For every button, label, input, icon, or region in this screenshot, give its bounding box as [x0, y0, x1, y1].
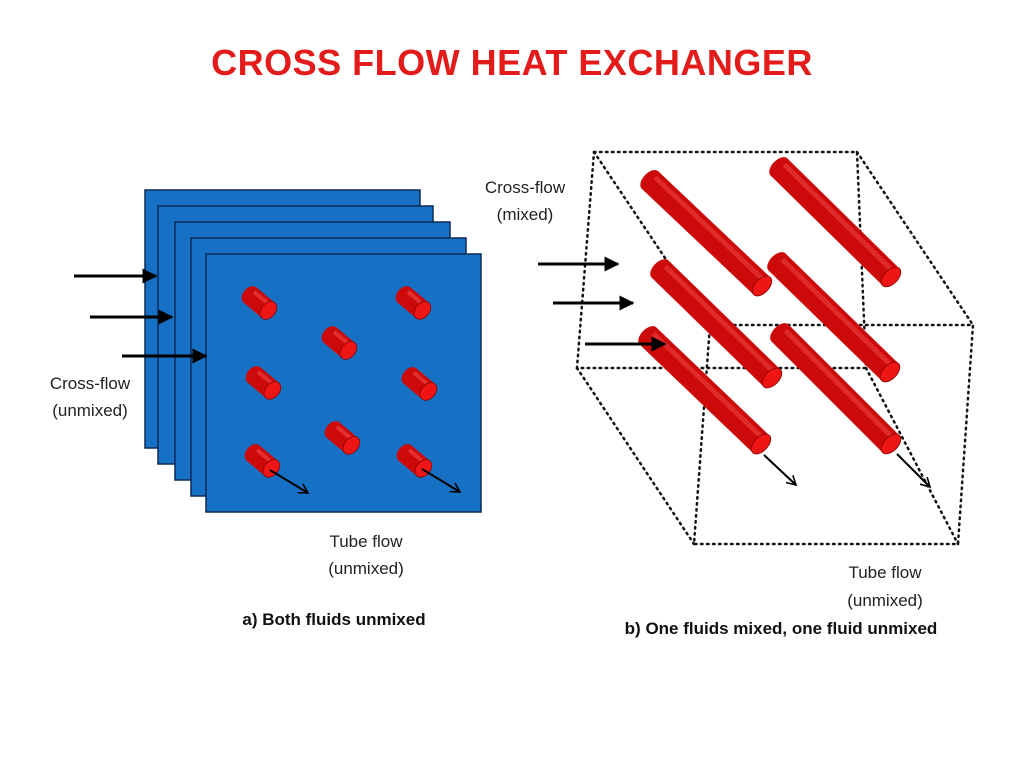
tube-flow-label-b-line2: (unmixed) — [847, 591, 923, 610]
tube-rod-highlight — [651, 331, 766, 441]
caption-a: a) Both fluids unmixed — [242, 610, 425, 629]
tube-flow-arrow — [763, 454, 798, 487]
tube-stub — [321, 326, 358, 360]
tube-flow-arrow — [269, 469, 310, 494]
tube-flow-label-a-line2: (unmixed) — [328, 559, 404, 578]
tube-rod-back — [650, 259, 670, 279]
tube-rod-highlight — [782, 162, 896, 274]
tube-rod — [650, 259, 783, 389]
tube-stub — [245, 366, 282, 400]
tube-stub-back — [396, 444, 414, 462]
tube-rod-end — [751, 275, 773, 297]
tube-flow-arrow — [896, 453, 932, 489]
tube-stub-back — [401, 367, 419, 385]
tube-rods — [638, 157, 902, 455]
tube-rod-end — [879, 361, 901, 383]
tube-stub-back — [321, 326, 339, 344]
dotted-box — [575, 150, 975, 546]
tube-rod — [638, 326, 772, 455]
tube-flow-label-b-line1: Tube flow — [848, 563, 922, 582]
tube-stub-back — [241, 286, 259, 304]
panel-a-both-unmixed: Cross-flow (unmixed) Tube flow (unmixed)… — [50, 189, 482, 629]
tube-rod-highlight — [663, 264, 777, 375]
tube-stub-back — [324, 421, 342, 439]
tube-flow-arrow — [421, 468, 462, 493]
tube-flow-label-a-line1: Tube flow — [329, 532, 403, 551]
cross-flow-label-a-line1: Cross-flow — [50, 374, 131, 393]
tube-stub-end — [413, 301, 432, 320]
tube-stub — [396, 444, 433, 478]
plate-stack — [144, 189, 482, 513]
tube-stub-end — [263, 381, 282, 400]
tube-rod — [769, 157, 902, 288]
tube-rod-body — [639, 327, 770, 453]
tube-rod-body — [651, 260, 781, 387]
tube-rod-back — [769, 157, 789, 177]
cross-flow-label-b-line1: Cross-flow — [485, 178, 566, 197]
tube-stub-back — [244, 444, 262, 462]
slide-title: CROSS FLOW HEAT EXCHANGER — [211, 42, 813, 83]
panel-b-one-mixed: Cross-flow (mixed) Tube flow (unmixed) b… — [485, 150, 975, 638]
tube-rod-highlight — [653, 175, 767, 283]
tube-rod-end — [880, 433, 902, 455]
tube-rod-highlight — [780, 257, 895, 369]
tube-rod-end — [761, 367, 783, 389]
tube-stubs — [241, 286, 438, 478]
box-edge — [864, 366, 960, 546]
box-edge — [855, 150, 975, 327]
tube-rod — [640, 170, 773, 297]
tube-stub-end — [342, 436, 361, 455]
tube-stub — [395, 286, 432, 320]
tube-rod — [770, 323, 902, 455]
tube-rod-back — [640, 170, 660, 190]
tube-rod-body — [770, 158, 900, 286]
caption-b: b) One fluids mixed, one fluid unmixed — [625, 619, 938, 638]
tube-stub-end — [259, 301, 278, 320]
tube-rod-highlight — [783, 328, 896, 441]
cross-flow-label-b-line2: (mixed) — [497, 205, 554, 224]
tube-stub-back — [245, 366, 263, 384]
tube-stub — [241, 286, 278, 320]
cross-flow-label-a-line2: (unmixed) — [52, 401, 128, 420]
tube-rod-body — [641, 171, 771, 295]
tube-stub — [401, 367, 438, 401]
tube-stub — [324, 421, 361, 455]
tube-rod — [767, 252, 901, 383]
tube-rod-body — [771, 324, 900, 453]
tube-rod-back — [767, 252, 787, 272]
tube-stub-end — [419, 382, 438, 401]
tube-stub-back — [395, 286, 413, 304]
tube-rod-back — [770, 323, 790, 343]
tube-rod-end — [880, 266, 902, 288]
tube-stub-end — [339, 341, 358, 360]
tube-rod-body — [768, 253, 899, 381]
tube-rod-end — [750, 433, 772, 455]
box-edge — [575, 366, 696, 546]
